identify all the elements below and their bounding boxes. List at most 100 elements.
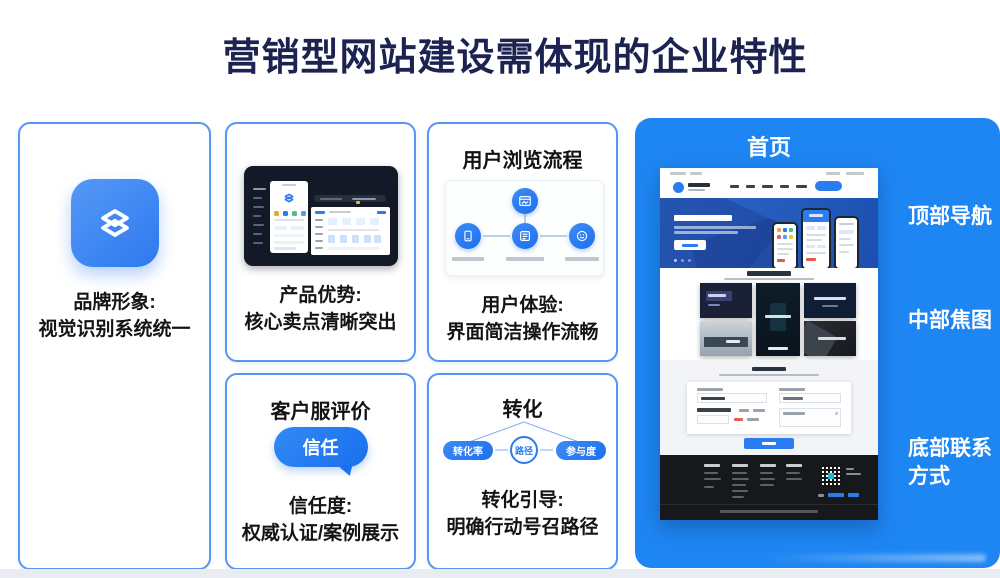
user-flow-caption-line1: 用户体验: bbox=[481, 295, 564, 316]
card-user-flow: 用户浏览流程 用户体验: 界面简洁操作流畅 bbox=[427, 122, 618, 362]
field-hint bbox=[739, 409, 749, 412]
field-label bbox=[697, 408, 731, 412]
footer-link bbox=[732, 472, 747, 474]
hero-subtext bbox=[674, 231, 738, 234]
qr-caption bbox=[846, 473, 861, 475]
footer-link bbox=[760, 472, 773, 474]
contact-form-card bbox=[687, 382, 851, 434]
app-tile bbox=[282, 211, 288, 216]
hero-subtext bbox=[674, 226, 756, 229]
brand-logo-icon bbox=[70, 179, 159, 267]
app-logo-icon bbox=[284, 193, 293, 203]
footer-link bbox=[732, 484, 746, 486]
card-product-advantage: 产品优势: 核心卖点清晰突出 bbox=[225, 122, 416, 362]
bar bbox=[806, 234, 826, 236]
bar bbox=[817, 245, 826, 248]
submit-label bbox=[762, 442, 776, 445]
footer-button bbox=[848, 493, 859, 497]
footer-link bbox=[760, 478, 775, 480]
stat-card bbox=[327, 218, 337, 225]
hero-section bbox=[660, 198, 878, 268]
app-tile bbox=[291, 211, 297, 216]
bar bbox=[806, 245, 815, 248]
product-caption-line1: 产品优势: bbox=[279, 285, 362, 306]
brand-caption: 品牌形象: 视觉识别系统统一 bbox=[20, 289, 209, 343]
form-input bbox=[697, 393, 767, 403]
conversion-node-left: 转化率 bbox=[443, 441, 493, 460]
menu-bar bbox=[252, 188, 266, 190]
hero-headline bbox=[674, 215, 732, 221]
carousel-dot bbox=[688, 259, 691, 262]
homepage-panel: 首页 bbox=[635, 118, 1000, 568]
bar bbox=[327, 229, 379, 231]
app-tile bbox=[789, 235, 793, 239]
flow-node-center bbox=[512, 223, 538, 249]
menu-bar bbox=[252, 206, 264, 208]
bar bbox=[777, 259, 785, 262]
bar bbox=[839, 251, 849, 253]
bar bbox=[839, 223, 854, 225]
bar bbox=[806, 258, 816, 261]
topbar-text bbox=[826, 172, 840, 175]
nav-item bbox=[780, 185, 789, 188]
bar bbox=[273, 226, 287, 230]
label-bottom-contact: 底部联系方式 bbox=[908, 437, 992, 488]
stat-card bbox=[341, 218, 351, 225]
bar bbox=[376, 211, 386, 214]
flow-node-right bbox=[569, 223, 595, 249]
bar bbox=[314, 219, 323, 221]
topbar-text bbox=[846, 172, 864, 175]
flow-node-label bbox=[452, 257, 484, 261]
focus-gallery-section bbox=[660, 268, 878, 360]
footer-link bbox=[704, 472, 718, 474]
dashboard-mockup bbox=[243, 166, 398, 266]
bar bbox=[817, 226, 826, 230]
bar bbox=[777, 253, 789, 255]
form-input-small bbox=[697, 415, 729, 424]
footer-link bbox=[732, 478, 749, 480]
app-tile bbox=[783, 228, 787, 232]
bar bbox=[273, 247, 296, 250]
phone-mockup-right bbox=[834, 216, 859, 268]
dot bbox=[355, 201, 360, 204]
field-label bbox=[697, 388, 723, 391]
field-hint bbox=[753, 409, 765, 412]
qr-caption bbox=[846, 468, 854, 470]
nav-item bbox=[730, 185, 739, 188]
connector-line bbox=[524, 214, 526, 223]
flow-node-label bbox=[565, 257, 599, 261]
layers-icon bbox=[100, 209, 129, 237]
tile-text bbox=[765, 315, 791, 318]
product-caption-line2: 核心卖点清晰突出 bbox=[244, 312, 397, 333]
footer-col-title bbox=[786, 464, 802, 467]
app-tile bbox=[777, 228, 781, 232]
section-subheading bbox=[719, 374, 819, 376]
col bbox=[327, 235, 335, 243]
bar bbox=[839, 230, 854, 234]
bar bbox=[839, 244, 854, 246]
conversion-caption-line2: 明确行动号召路径 bbox=[446, 517, 599, 538]
site-footer bbox=[660, 455, 878, 520]
tile-text bbox=[708, 304, 720, 306]
submit-button bbox=[744, 438, 794, 449]
card-customer-review: 客户服评价 信任 信任度: 权威认证/案例展示 bbox=[225, 373, 416, 570]
col bbox=[351, 235, 359, 243]
flow-node-label bbox=[506, 257, 544, 261]
bar bbox=[314, 240, 323, 242]
footer-link bbox=[704, 478, 721, 480]
gallery-tile bbox=[700, 321, 752, 356]
menu-bar bbox=[252, 197, 262, 199]
col bbox=[373, 235, 381, 243]
dot bbox=[835, 412, 838, 415]
user-flow-caption: 用户体验: 界面简洁操作流畅 bbox=[429, 292, 616, 346]
copyright-text bbox=[720, 510, 818, 513]
app-tile bbox=[273, 211, 279, 216]
flow-node-top bbox=[512, 188, 538, 214]
footer-link bbox=[786, 472, 800, 474]
bar bbox=[351, 197, 376, 200]
bar bbox=[777, 248, 793, 250]
review-caption-line2: 权威认证/案例展示 bbox=[241, 523, 400, 544]
field-hint bbox=[747, 418, 759, 421]
hero-button bbox=[674, 240, 706, 250]
footer-button bbox=[828, 493, 844, 497]
